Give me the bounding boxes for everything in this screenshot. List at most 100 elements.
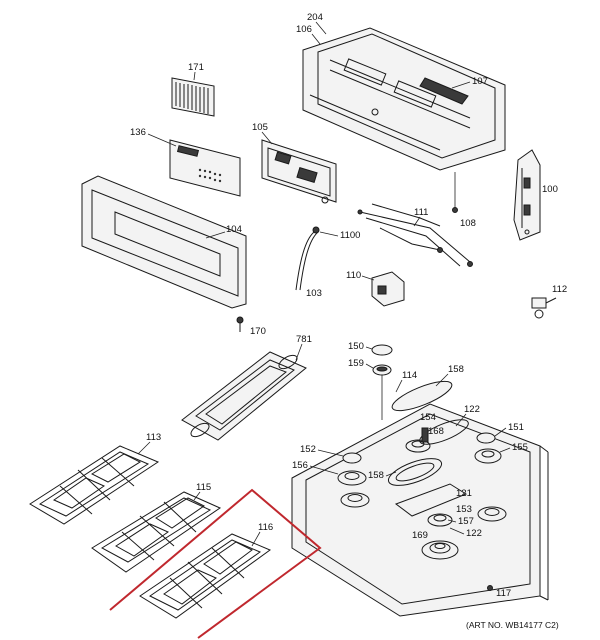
callout-1100: 1100 xyxy=(319,230,360,241)
center-ignitor-tray-121 xyxy=(394,483,468,517)
svg-text:781: 781 xyxy=(296,334,312,345)
callout-171: 171 xyxy=(188,62,204,81)
callout-112: 112 xyxy=(552,284,567,295)
callout-136: 136 xyxy=(130,127,177,147)
svg-text:115: 115 xyxy=(196,482,211,493)
svg-text:150: 150 xyxy=(348,341,364,352)
svg-text:112: 112 xyxy=(552,284,567,295)
ignition-wire-103 xyxy=(295,226,320,291)
svg-text:107: 107 xyxy=(472,76,488,87)
callout-117: 117 xyxy=(496,588,511,599)
callout-153: 153 xyxy=(456,504,472,515)
callout-107: 107 xyxy=(451,76,488,89)
burner-center-rear xyxy=(405,439,431,453)
callout-170: 170 xyxy=(250,326,266,337)
svg-text:122: 122 xyxy=(466,528,482,539)
svg-text:104: 104 xyxy=(226,224,242,235)
svg-text:155: 155 xyxy=(512,442,528,453)
svg-text:103: 103 xyxy=(306,288,322,299)
burner-large-front xyxy=(421,540,459,560)
screw-117 xyxy=(487,585,493,591)
callout-100: 100 xyxy=(542,184,558,195)
backsplash-panel-107 xyxy=(302,27,506,171)
callout-122-bottom: 122 xyxy=(449,527,482,539)
svg-text:204: 204 xyxy=(307,12,323,23)
callout-159: 159 xyxy=(348,358,374,369)
callout-150: 150 xyxy=(348,341,373,352)
svg-text:153: 153 xyxy=(456,504,472,515)
svg-text:108: 108 xyxy=(460,218,476,229)
svg-text:158: 158 xyxy=(368,470,384,481)
svg-text:110: 110 xyxy=(346,270,361,281)
control-overlay-136 xyxy=(169,139,241,197)
control-trim-104 xyxy=(81,175,247,309)
highlight-bracket xyxy=(109,488,322,639)
svg-text:113: 113 xyxy=(146,432,161,443)
svg-text:121: 121 xyxy=(456,488,472,499)
control-board-105 xyxy=(261,139,337,204)
wire-harness-111 xyxy=(357,203,473,267)
callout-204: 204 xyxy=(307,12,327,35)
svg-text:156: 156 xyxy=(292,460,308,471)
oval-grate-122 xyxy=(419,419,469,445)
svg-text:136: 136 xyxy=(130,127,146,138)
callout-158-top: 158 xyxy=(435,364,464,387)
svg-text:105: 105 xyxy=(252,122,268,133)
valve-112 xyxy=(531,297,557,319)
callout-103: 103 xyxy=(306,288,322,299)
svg-text:117: 117 xyxy=(496,588,511,599)
svg-text:159: 159 xyxy=(348,358,364,369)
callout-154: 154 xyxy=(420,412,436,423)
burner-left-front xyxy=(340,492,370,508)
burner-center-front xyxy=(427,513,453,527)
griddle-781 xyxy=(181,351,307,441)
burner-head-154 xyxy=(421,427,429,443)
callout-104: 104 xyxy=(205,224,242,239)
callout-157: 157 xyxy=(447,516,474,527)
cooktop-main-top xyxy=(291,403,549,617)
callout-158-mid: 158 xyxy=(368,470,397,481)
callout-151: 151 xyxy=(494,422,524,437)
svg-text:1100: 1100 xyxy=(340,230,360,241)
svg-text:151: 151 xyxy=(508,422,524,433)
callout-122-top: 122 xyxy=(455,404,480,427)
svg-text:116: 116 xyxy=(258,522,273,533)
grate-115 xyxy=(91,491,222,573)
art-number: (ART NO. WB14177 C2) xyxy=(466,620,559,630)
burner-cap-150 xyxy=(371,344,393,356)
svg-text:152: 152 xyxy=(300,444,316,455)
svg-text:158: 158 xyxy=(448,364,464,375)
callout-106: 106 xyxy=(296,24,321,45)
callout-169: 169 xyxy=(412,530,428,541)
callout-152: 152 xyxy=(300,444,344,457)
oval-cap-158 xyxy=(391,380,453,412)
svg-text:114: 114 xyxy=(402,370,417,381)
callout-114: 114 xyxy=(395,370,417,393)
svg-text:168: 168 xyxy=(428,426,444,437)
screw-108 xyxy=(452,172,458,213)
callout-116: 116 xyxy=(251,522,273,547)
callout-110: 110 xyxy=(346,270,375,281)
burner-left-rear xyxy=(337,470,367,486)
svg-text:154: 154 xyxy=(420,412,436,423)
callout-115: 115 xyxy=(193,482,211,501)
burner-head-159 xyxy=(372,364,392,420)
svg-text:106: 106 xyxy=(296,24,312,35)
side-bracket-100 xyxy=(513,149,541,241)
svg-text:171: 171 xyxy=(188,62,204,73)
callout-168: 168 xyxy=(428,426,444,437)
svg-text:170: 170 xyxy=(250,326,266,337)
grate-116 xyxy=(139,533,272,619)
burner-cap-151 xyxy=(476,432,496,444)
burner-right-front xyxy=(477,506,507,522)
svg-text:111: 111 xyxy=(414,207,428,218)
callout-113: 113 xyxy=(137,432,161,455)
burner-right-rear xyxy=(474,448,502,464)
callout-108: 108 xyxy=(460,218,476,229)
callout-111: 111 xyxy=(413,207,428,227)
vent-grille-171 xyxy=(171,77,215,117)
callout-781: 781 xyxy=(295,334,312,361)
screw-170 xyxy=(236,316,244,332)
grate-113 xyxy=(29,445,160,525)
